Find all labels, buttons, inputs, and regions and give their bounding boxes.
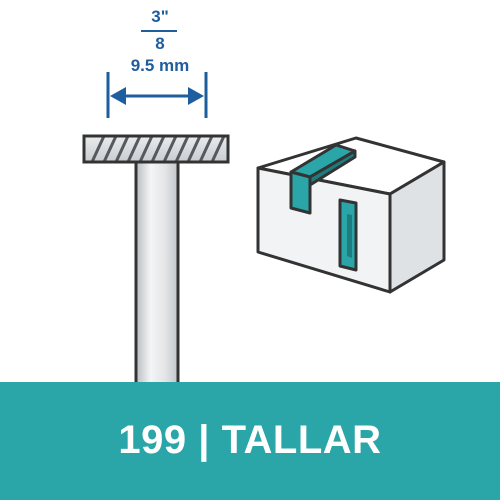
grooved-block-icon xyxy=(256,136,446,294)
dimension-metric: 9.5 mm xyxy=(130,56,190,75)
dimension-arrow-icon xyxy=(106,72,208,118)
footer-banner: 199 | TALLAR xyxy=(0,382,500,500)
fraction-bar xyxy=(141,30,177,32)
product-label: 199 | TALLAR xyxy=(118,417,382,462)
dimension-inch-denominator: 8 xyxy=(155,34,165,53)
dimension-inch-numerator: 3" xyxy=(151,7,169,26)
cutter-bit-icon xyxy=(82,134,230,394)
